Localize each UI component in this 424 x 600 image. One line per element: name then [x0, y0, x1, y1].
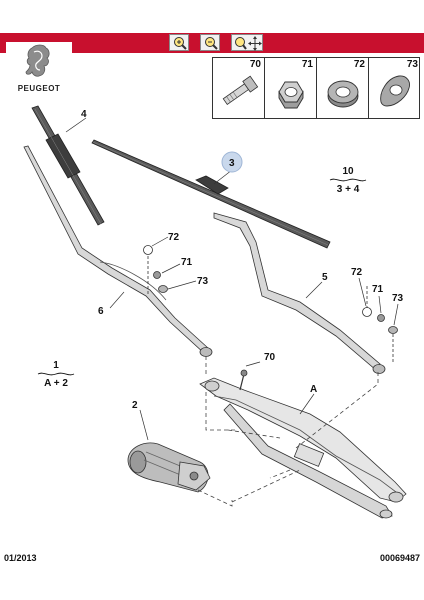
rubber-cap-icon	[380, 75, 410, 107]
footer-reference: 00069487	[379, 553, 420, 563]
zoom-in-icon	[174, 37, 187, 50]
footer-date: 01/2013	[4, 553, 37, 563]
callout-nut-71-right[interactable]: 71	[372, 284, 384, 295]
fraction-left-bottom: A + 2	[44, 378, 68, 389]
callout-bolt-70[interactable]: 70	[264, 352, 276, 363]
callout-cap-73-right[interactable]: 73	[392, 293, 404, 304]
washer-icon	[327, 80, 359, 108]
fraction-right-top: 10	[342, 166, 354, 177]
callout-part-6[interactable]: 6	[98, 306, 104, 317]
legend-cell-nut: 71	[265, 58, 317, 118]
part-3-wiper-blade	[91, 139, 331, 249]
callout-part-5[interactable]: 5	[322, 272, 328, 283]
part-a-linkage-frame	[199, 377, 407, 519]
callout-washer-72-left[interactable]: 72	[168, 232, 180, 243]
callout-part-4[interactable]: 4	[81, 109, 87, 120]
toolbar	[0, 33, 424, 53]
legend-cell-washer: 72	[317, 58, 369, 118]
callout-cap-73-left[interactable]: 73	[197, 276, 209, 287]
pan-zoom-icon	[235, 36, 262, 51]
fraction-right[interactable]: 10 3 + 4	[329, 166, 367, 195]
callout-part-2[interactable]: 2	[132, 400, 138, 411]
fraction-right-bottom: 3 + 4	[337, 184, 360, 195]
zoom-in-button[interactable]	[169, 34, 189, 51]
callout-part-3[interactable]: 3	[229, 158, 235, 169]
callout-part-a[interactable]: A	[310, 384, 317, 395]
left-arm-fasteners	[143, 245, 168, 296]
assembly-guide-lines	[197, 356, 379, 507]
fraction-left[interactable]: 1 A + 2	[37, 360, 75, 389]
right-arm-fasteners	[362, 286, 398, 362]
peugeot-lion-icon	[25, 44, 50, 77]
zoom-out-button[interactable]	[200, 34, 220, 51]
brand-logo: PEUGEOT	[6, 42, 72, 100]
legend-ref: 71	[301, 59, 313, 70]
legend-ref: 72	[353, 59, 365, 70]
callout-washer-72-right[interactable]: 72	[351, 267, 363, 278]
bolt-70	[239, 361, 261, 391]
callout-nut-71-left[interactable]: 71	[181, 257, 193, 268]
part-4-wiper-blade	[31, 105, 105, 226]
legend-cell-cap: 73	[369, 58, 421, 118]
hex-nut-icon	[278, 81, 304, 109]
legend-ref: 70	[249, 59, 261, 70]
part-5-wiper-arm	[213, 212, 386, 374]
part-3-highlight-marker[interactable]	[221, 151, 243, 173]
fraction-left-top: 1	[53, 360, 59, 371]
leader-lines	[65, 117, 399, 441]
bolt-icon	[222, 75, 259, 106]
zoom-out-icon	[205, 37, 218, 50]
parts-legend: 70 71 72 73	[212, 57, 420, 119]
legend-ref: 73	[406, 59, 418, 70]
legend-cell-bolt: 70	[213, 58, 265, 118]
brand-name: PEUGEOT	[17, 84, 61, 93]
part-2-wiper-motor	[127, 442, 211, 493]
pan-zoom-button[interactable]	[231, 34, 263, 51]
part-6-wiper-arm	[23, 145, 213, 357]
